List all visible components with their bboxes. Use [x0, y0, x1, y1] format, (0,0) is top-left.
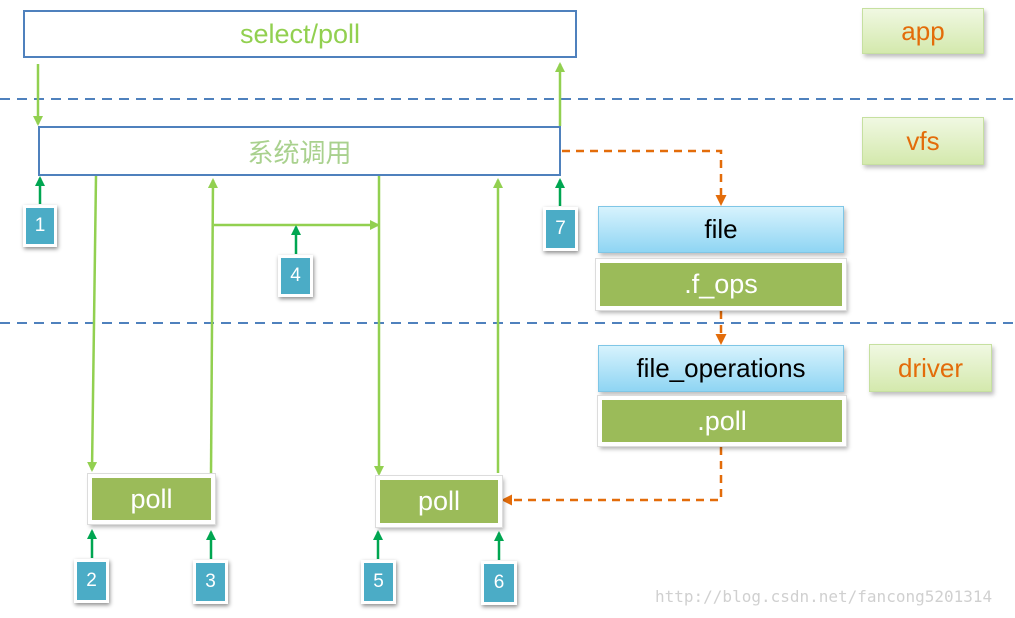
layer-tag-app: app: [862, 8, 984, 54]
step-badge-6: 6: [481, 561, 517, 605]
poll-box-1: poll: [87, 473, 216, 525]
poll-member-box: .poll: [597, 395, 847, 447]
syscall-label: 系统调用: [247, 138, 352, 169]
step-badge-3: 3: [193, 560, 228, 604]
poll-box-2: poll: [375, 475, 503, 528]
f-ops-member-box: .f_ops: [595, 258, 847, 311]
poll-member-label: .poll: [697, 405, 747, 436]
layer-tag-vfs: vfs: [862, 117, 984, 165]
layer-app-label: app: [901, 15, 945, 46]
step-badge-5: 5: [361, 560, 396, 604]
f-ops-label: .f_ops: [684, 269, 758, 299]
poll-box-2-label: poll: [417, 486, 461, 516]
file-label: file: [704, 214, 738, 244]
file-operations-struct-box: file_operations: [598, 345, 844, 392]
step-badge-7: 7: [543, 207, 578, 251]
call-path-poll-member-to-poll: [501, 447, 723, 506]
step-badge-1: 1: [23, 205, 57, 247]
file-operations-label: file_operations: [636, 353, 806, 383]
call-path-syscall-to-file: [562, 149, 727, 206]
select-poll-box: select/poll: [23, 10, 577, 58]
step-badge-4: 4: [278, 255, 313, 297]
flow-arrow-poll-1-return: [207, 178, 218, 475]
syscall-box: 系统调用: [38, 126, 561, 176]
layer-driver-label: driver: [897, 352, 963, 383]
select-poll-label: select/poll: [239, 18, 361, 49]
layer-vfs-label: vfs: [906, 125, 940, 156]
watermark-url: http://blog.csdn.net/fancong5201314: [655, 587, 993, 606]
layer-tag-driver: driver: [869, 344, 992, 392]
step-badge-2: 2: [74, 559, 109, 603]
file-struct-box: file: [598, 206, 844, 253]
poll-box-1-label: poll: [130, 483, 173, 514]
flow-arrow-to-poll-1: [87, 175, 98, 472]
